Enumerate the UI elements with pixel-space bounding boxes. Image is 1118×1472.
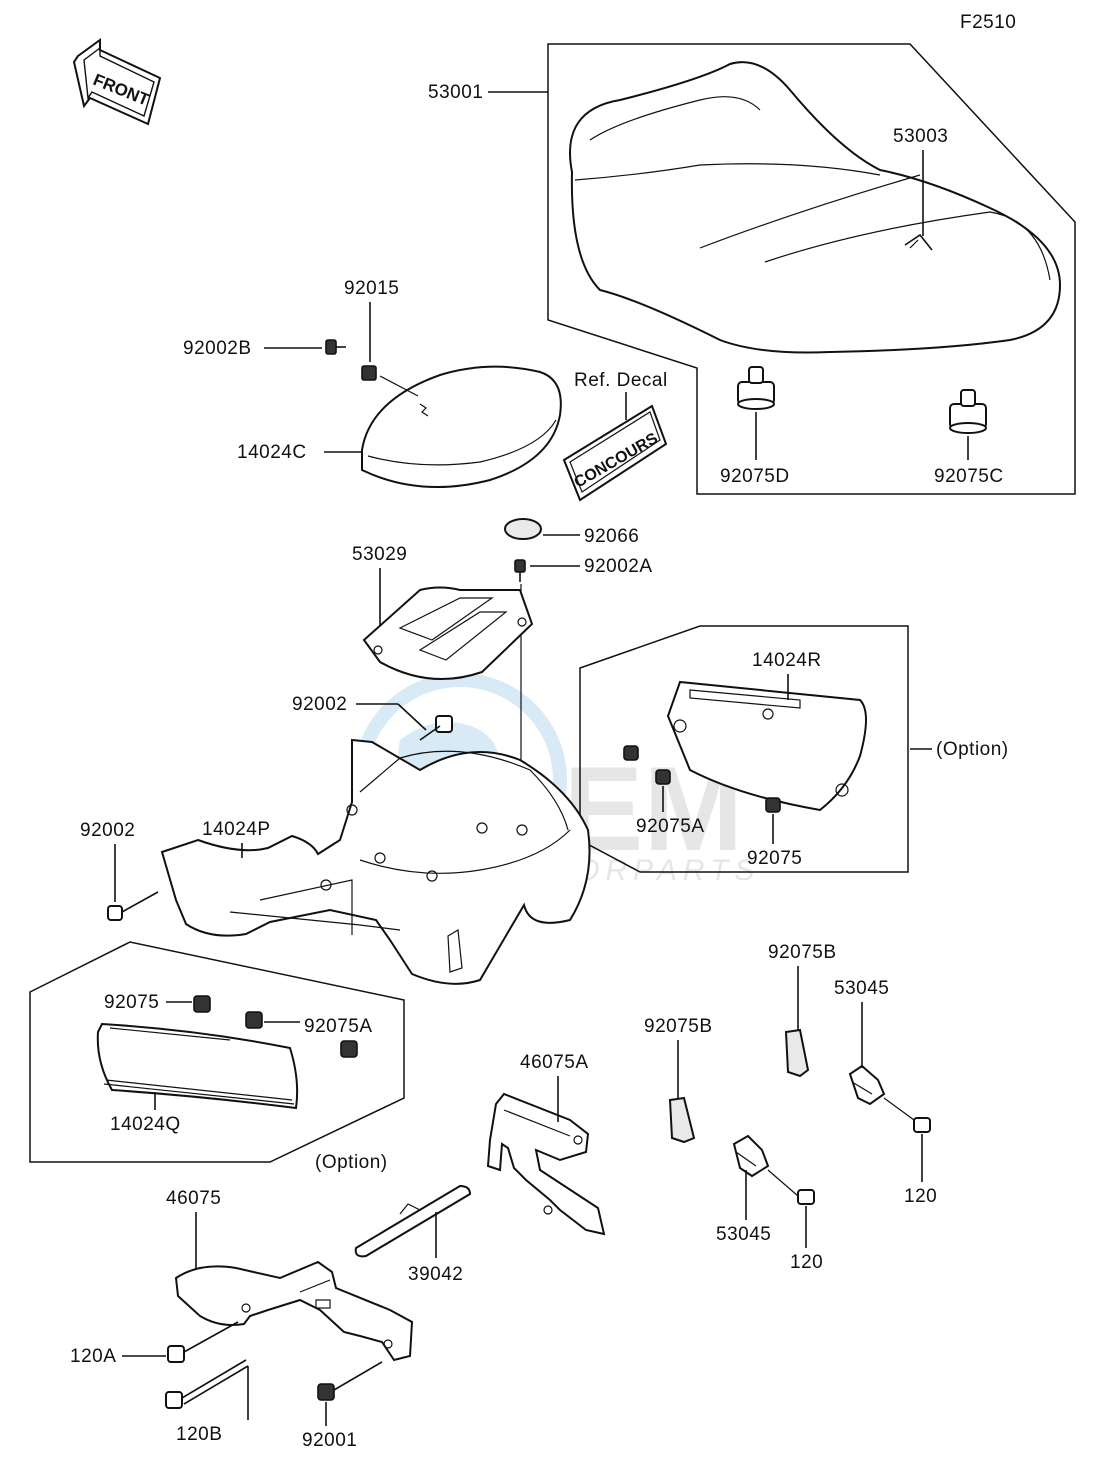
callout-92075B-mid: 92075B [644,1016,713,1037]
nut-92001 [317,1361,383,1401]
left-option-box [29,941,405,1163]
callout-14024R: 14024R [752,650,822,671]
damper-92075-right [765,797,781,813]
callout-92075D: 92075D [720,466,790,487]
seat-group-box [547,43,1076,495]
screw-92002B [325,339,346,355]
grommet-92015 [361,365,377,381]
callout-120A: 120A [70,1346,116,1367]
callout-39042: 39042 [408,1264,463,1285]
cover-14024R [666,680,867,812]
callout-92075A-left: 92075A [304,1016,373,1037]
bolt-120A [167,1321,239,1363]
callout-92002A: 92002A [584,556,653,577]
seat-part [569,61,1062,354]
bolt-92002-upper [419,715,453,741]
front-arrow-icon: FRONT [72,38,162,126]
decal-concours: CONCOURS [562,404,668,502]
bolt-120B [165,1359,249,1409]
callout-92001: 92001 [302,1430,357,1451]
callout-14024P: 14024P [202,819,271,840]
damper-92075B-mid [668,1096,696,1144]
bracket-46075 [174,1260,414,1362]
callout-92015: 92015 [344,278,399,299]
callout-92075C: 92075C [934,466,1004,487]
callout-92075B-right: 92075B [768,942,837,963]
bracket-53045-right [848,1064,886,1106]
callout-120B: 120B [176,1424,222,1445]
callout-92066: 92066 [584,526,639,547]
callout-92075A-right: 92075A [636,816,705,837]
callout-92075-left: 92075 [104,992,159,1013]
callout-14024Q: 14024Q [110,1114,181,1135]
damper-92075B-right [784,1028,810,1078]
callout-option-right: (Option) [936,739,1009,760]
callout-46075A: 46075A [520,1052,589,1073]
damper-92075C [949,389,987,434]
callout-46075: 46075 [166,1188,221,1209]
callout-53045-mid: 53045 [716,1224,771,1245]
screw-120-right [883,1097,931,1133]
tag-53003 [904,233,933,251]
callout-53029: 53029 [352,544,407,565]
callout-53045-right: 53045 [834,978,889,999]
cap-92066 [504,518,542,540]
callout-92002-upper: 92002 [292,694,347,715]
callout-option-left: (Option) [315,1152,388,1173]
rod-39042 [354,1184,472,1258]
callout-ref-decal: Ref. Decal [574,370,668,391]
callout-120-right: 120 [904,1186,937,1207]
callout-92075-right: 92075 [747,848,802,869]
carrier-plate-53029 [362,586,534,681]
bracket-46075A [486,1092,606,1236]
dampers-left-option [193,995,358,1058]
damper-92075D [737,366,775,410]
cover-14024Q [96,1022,299,1110]
callout-120-mid: 120 [790,1252,823,1273]
tail-cover-14024P [160,738,591,985]
callout-14024C: 14024C [237,442,307,463]
bolt-92002-left [107,891,159,921]
callout-53001: 53001 [428,82,483,103]
callout-92002-left: 92002 [80,820,135,841]
bracket-53045-mid [732,1134,770,1178]
seat-cowl-14024C [361,365,562,489]
callout-92002B: 92002B [183,338,252,359]
figure-code: F2510 [960,12,1016,33]
damper-92075A-right [623,745,671,785]
screw-92002A [514,559,526,582]
callout-53003: 53003 [893,126,948,147]
screw-120-mid [767,1169,815,1205]
